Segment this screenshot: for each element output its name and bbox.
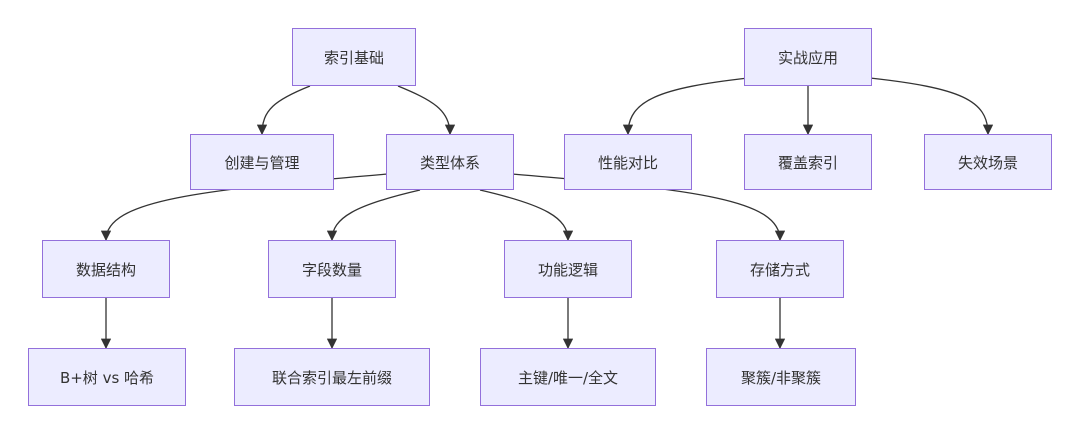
node-composite-prefix-label: 联合索引最左前缀 <box>271 368 392 387</box>
node-data-structure-label: 数据结构 <box>75 260 136 279</box>
node-data-structure: 数据结构 <box>42 240 170 298</box>
node-performance: 性能对比 <box>564 134 692 190</box>
node-function-logic: 功能逻辑 <box>504 240 632 298</box>
node-storage-method: 存储方式 <box>716 240 844 298</box>
node-type-system-label: 类型体系 <box>419 153 480 172</box>
edge-index-basics-to-create-manage <box>256 85 311 136</box>
node-field-count: 字段数量 <box>268 240 396 298</box>
node-function-logic-label: 功能逻辑 <box>537 260 598 279</box>
node-covering-index: 覆盖索引 <box>744 134 872 190</box>
edge-type-to-function-logic <box>479 189 574 242</box>
node-btree-hash-label: B+树 vs 哈希 <box>59 368 155 387</box>
node-clustered: 聚簇/非聚簇 <box>706 348 856 406</box>
node-type-system: 类型体系 <box>386 134 514 190</box>
node-practical-use: 实战应用 <box>744 28 872 86</box>
node-index-basics-label: 索引基础 <box>323 48 384 67</box>
node-create-manage-label: 创建与管理 <box>224 153 300 172</box>
edge-practical-to-failure <box>869 77 994 136</box>
node-pk-unique-fulltext-label: 主键/唯一/全文 <box>517 368 619 387</box>
node-btree-hash: B+树 vs 哈希 <box>28 348 186 406</box>
node-pk-unique-fulltext: 主键/唯一/全文 <box>480 348 656 406</box>
node-failure-cases: 失效场景 <box>924 134 1052 190</box>
node-covering-index-label: 覆盖索引 <box>777 153 838 172</box>
node-clustered-label: 聚簇/非聚簇 <box>740 368 822 387</box>
node-failure-cases-label: 失效场景 <box>957 153 1018 172</box>
edge-type-to-field-count <box>326 189 421 242</box>
node-create-manage: 创建与管理 <box>190 134 334 190</box>
edge-practical-to-performance <box>622 77 749 136</box>
node-composite-prefix: 联合索引最左前缀 <box>234 348 430 406</box>
node-index-basics: 索引基础 <box>292 28 416 86</box>
node-storage-method-label: 存储方式 <box>749 260 810 279</box>
node-practical-use-label: 实战应用 <box>777 48 838 67</box>
node-performance-label: 性能对比 <box>597 153 658 172</box>
node-field-count-label: 字段数量 <box>301 260 362 279</box>
edge-index-basics-to-type-system <box>397 85 456 136</box>
